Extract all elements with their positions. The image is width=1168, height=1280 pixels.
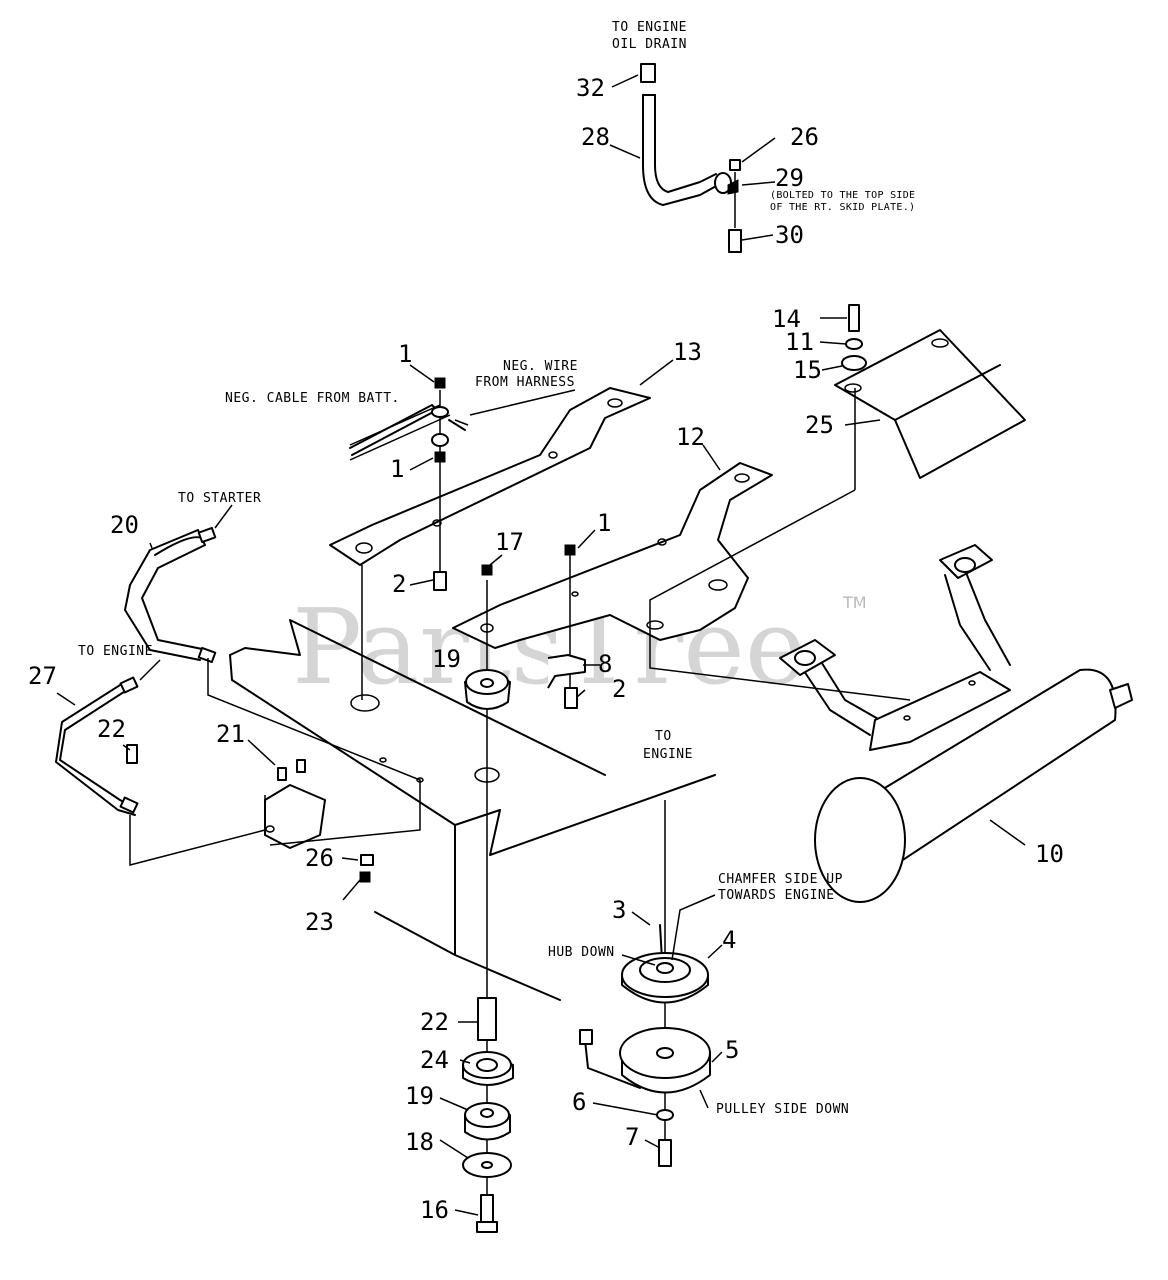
callout-18: 18 (405, 1128, 434, 1156)
callout-8: 8 (598, 650, 612, 678)
note-to-engine-left: TO ENGINE (78, 644, 153, 659)
callout-13: 13 (673, 338, 702, 366)
callout-25: 25 (805, 411, 834, 439)
note-to-engine-mid-2: ENGINE (643, 747, 693, 762)
part-32-fitting (640, 63, 656, 83)
callout-29: 29 (775, 164, 804, 192)
callout-15: 15 (793, 356, 822, 384)
callout-32: 32 (576, 74, 605, 102)
note-oil-drain-1: TO ENGINE (612, 20, 687, 35)
callout-27: 27 (28, 662, 57, 690)
callout-21: 21 (216, 720, 245, 748)
note-neg-wire-1: NEG. WIRE (503, 359, 578, 374)
note-chamfer-1: CHAMFER SIDE UP (718, 872, 843, 887)
part-26-nut-top (729, 159, 741, 171)
callout-1-b: 1 (390, 455, 404, 483)
frame-panel (229, 619, 716, 1001)
notes: TO ENGINE OIL DRAIN (BOLTED TO THE TOP S… (78, 20, 915, 1117)
note-pulley-side: PULLEY SIDE DOWN (716, 1102, 849, 1117)
callout-16: 16 (420, 1196, 449, 1224)
note-hub-down: HUB DOWN (548, 945, 615, 960)
note-neg-cable: NEG. CABLE FROM BATT. (225, 391, 400, 406)
callout-17: 17 (495, 528, 524, 556)
callout-4: 4 (722, 926, 736, 954)
part-23-nut (359, 871, 371, 883)
callout-6: 6 (572, 1088, 586, 1116)
watermark-tm: TM (842, 593, 867, 612)
callout-5: 5 (725, 1036, 739, 1064)
callout-22-left: 22 (97, 715, 126, 743)
callout-11: 11 (785, 328, 814, 356)
skid-plate-12 (452, 462, 773, 649)
pulley-4 (621, 924, 709, 1004)
callout-2-b: 2 (612, 675, 626, 703)
callout-26-top: 26 (790, 123, 819, 151)
starter-cable-20 (124, 526, 217, 664)
callout-30: 30 (775, 221, 804, 249)
callout-12: 12 (676, 423, 705, 451)
callout-23: 23 (305, 908, 334, 936)
callout-3: 3 (612, 896, 626, 924)
note-bolted-1: (BOLTED TO THE TOP SIDE (770, 190, 915, 201)
isolator-19-upper (464, 669, 511, 710)
hardware-14-11-15 (841, 304, 867, 371)
callout-1-a: 1 (398, 340, 412, 368)
callout-14: 14 (772, 305, 801, 333)
callout-2-a: 2 (392, 570, 406, 598)
part-26-washer (360, 854, 374, 866)
isolator-stack-lower (462, 997, 514, 1233)
heat-shield-25 (834, 329, 1026, 479)
callout-19-upper: 19 (432, 645, 461, 673)
muffler-10 (779, 544, 1133, 903)
callout-1-c: 1 (597, 509, 611, 537)
callout-19-lower: 19 (405, 1082, 434, 1110)
callout-7: 7 (625, 1123, 639, 1151)
callouts: 32 28 26 29 30 14 11 15 25 13 12 1 1 1 2… (28, 74, 1064, 1224)
skid-plate-13 (329, 387, 651, 566)
note-bolted-2: OF THE RT. SKID PLATE.) (770, 202, 915, 213)
callout-leaders (56, 74, 1026, 1216)
callout-20: 20 (110, 511, 139, 539)
hardware-stack-1 (431, 377, 449, 591)
ground-cable-27 (55, 676, 139, 816)
neg-wire (448, 419, 466, 431)
note-to-engine-mid-1: TO (655, 729, 672, 744)
note-neg-wire-2: FROM HARNESS (475, 375, 575, 390)
note-oil-drain-2: OIL DRAIN (612, 37, 687, 52)
oil-drain-assembly (640, 63, 742, 253)
note-chamfer-2: TOWARDS ENGINE (718, 888, 835, 903)
callout-26-lower: 26 (305, 844, 334, 872)
hardware-stack-12 (481, 544, 586, 709)
leader-lines (129, 388, 911, 1195)
callout-28: 28 (581, 123, 610, 151)
note-to-starter: TO STARTER (178, 491, 261, 506)
callout-10: 10 (1035, 840, 1064, 868)
part-30-bolt (728, 229, 742, 253)
callout-24: 24 (420, 1046, 449, 1074)
callout-22-lower: 22 (420, 1008, 449, 1036)
clutch-5 (579, 1027, 711, 1167)
solenoid-21 (264, 759, 326, 849)
